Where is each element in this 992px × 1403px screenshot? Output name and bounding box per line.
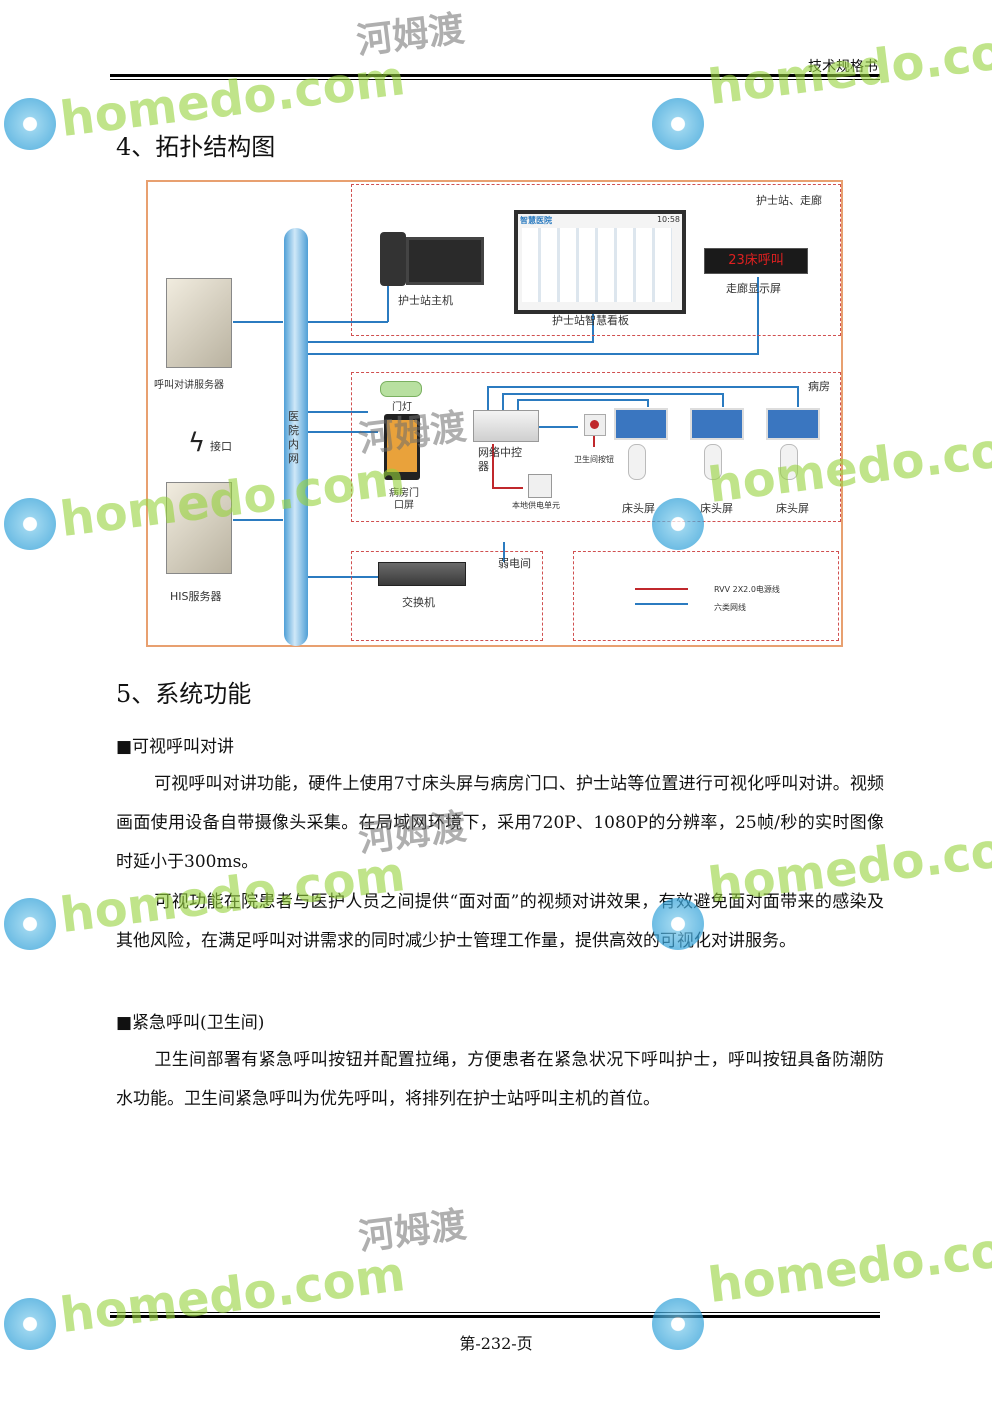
footer-rule [110, 1315, 880, 1318]
nurse-host-label: 护士站主机 [398, 294, 453, 307]
smart-board-label: 护士站智慧看板 [552, 314, 629, 327]
corridor-display-label: 走廊显示屏 [726, 282, 781, 295]
zone-ward-label: 病房 [808, 380, 830, 393]
nurse-host-handset [380, 232, 406, 286]
toilet-button-icon [584, 414, 606, 436]
topology-lines [233, 274, 799, 605]
intranet-pipe [284, 228, 308, 646]
lightning-icon: ϟ [188, 428, 206, 458]
feature-2-paragraph-1: 卫生间部署有紧急呼叫按钮并配置拉绳，方便患者在紧急状况下呼叫护士，呼叫按钮具备防… [116, 1041, 884, 1119]
feature-2-title: ■紧急呼叫(卫生间) [116, 1013, 265, 1033]
nurse-host-screen [406, 237, 484, 285]
smart-board-time: 10:58 [656, 215, 680, 224]
door-screen-label: 病房门口屏 [389, 488, 419, 511]
net-controller-icon [473, 410, 539, 442]
feature-1-paragraph-1: 可视呼叫对讲功能，硬件上使用7寸床头屏与病房门口、护士站等位置进行可视化呼叫对讲… [116, 765, 884, 882]
bed-screen-2-label: 床头屏 [700, 502, 733, 515]
bed-screen-3-icon [766, 408, 820, 440]
door-screen-icon [384, 414, 420, 480]
zone-nurse-station [351, 184, 841, 336]
feature-1-paragraph-2-text: 可视功能在院患者与医护人员之间提供“面对面”的视频对讲效果，有效避免面对面带来的… [116, 892, 884, 951]
feature-2-paragraph-1-text: 卫生间部署有紧急呼叫按钮并配置拉绳，方便患者在紧急状况下呼叫护士，呼叫按钮具备防… [116, 1050, 884, 1109]
watermark-flower-icon [4, 98, 56, 150]
topology-diagram: 护士站、走廊 病房 弱电间 医院内网 呼叫对讲服务器 ϟ 接口 HIS服务器 护… [146, 180, 843, 647]
zone-ward [351, 372, 841, 522]
legend-blue-label: 六类网线 [714, 603, 746, 612]
feature-1-title: ■可视呼叫对讲 [116, 737, 235, 757]
footer-rule-thin [110, 1312, 880, 1313]
toilet-button-label: 卫生间按钮 [574, 455, 614, 464]
door-light-icon [380, 381, 422, 397]
smart-board-title: 智慧医院 [520, 216, 552, 225]
switch-label: 交换机 [402, 596, 435, 609]
feature-1-paragraph-2: 可视功能在院患者与医护人员之间提供“面对面”的视频对讲效果，有效避免面对面带来的… [116, 883, 884, 961]
watermark-flower-icon [4, 498, 56, 550]
call-server-label: 呼叫对讲服务器 [154, 380, 224, 391]
section-4-heading: 4、拓扑结构图 [116, 133, 276, 161]
bed-handset-1-icon [628, 444, 646, 480]
zone-weak-room [351, 551, 543, 641]
bed-handset-3-icon [780, 444, 798, 480]
switch-icon [378, 562, 466, 586]
bed-screen-3-label: 床头屏 [776, 502, 809, 515]
section-5-heading: 5、系统功能 [116, 680, 252, 708]
feature-1-paragraph-1-text: 可视呼叫对讲功能，硬件上使用7寸床头屏与病房门口、护士站等位置进行可视化呼叫对讲… [116, 774, 884, 872]
power-unit-icon [528, 474, 552, 498]
page-number: 第-232-页 [459, 1334, 533, 1353]
watermark-cn: 河姆渡 [354, 8, 467, 63]
his-server-label: HIS服务器 [170, 590, 222, 603]
zone-weak-label: 弱电间 [498, 557, 531, 570]
header-rule [110, 74, 880, 77]
bed-screen-1-label: 床头屏 [622, 502, 655, 515]
his-server-icon [166, 482, 232, 574]
bed-handset-2-icon [704, 444, 722, 480]
corridor-display-screen: 23床呼叫 [704, 248, 808, 274]
smart-board: 智慧医院 10:58 [514, 210, 686, 314]
power-unit-label: 本地供电单元 [512, 501, 560, 510]
interface-label: 接口 [210, 440, 232, 453]
smart-board-grid [522, 228, 672, 302]
bed-screen-2-icon [690, 408, 744, 440]
zone-nurse-label: 护士站、走廊 [756, 194, 822, 207]
door-light-label: 门灯 [392, 402, 412, 413]
intranet-label: 医院内网 [288, 410, 299, 465]
header-title: 技术规格书 [808, 59, 878, 75]
net-controller-label: 网络中控器 [478, 446, 522, 473]
header-rule-thin [110, 79, 880, 80]
watermark-brand: homedo.com [705, 1216, 992, 1314]
legend-red-label: RVV 2X2.0电源线 [714, 585, 780, 594]
bed-screen-1-icon [614, 408, 668, 440]
legend-box [573, 551, 839, 641]
watermark-flower-icon [652, 98, 704, 150]
call-server-icon [166, 278, 232, 368]
watermark-cn: 河姆渡 [356, 1204, 469, 1259]
watermark-flower-icon [4, 898, 56, 950]
